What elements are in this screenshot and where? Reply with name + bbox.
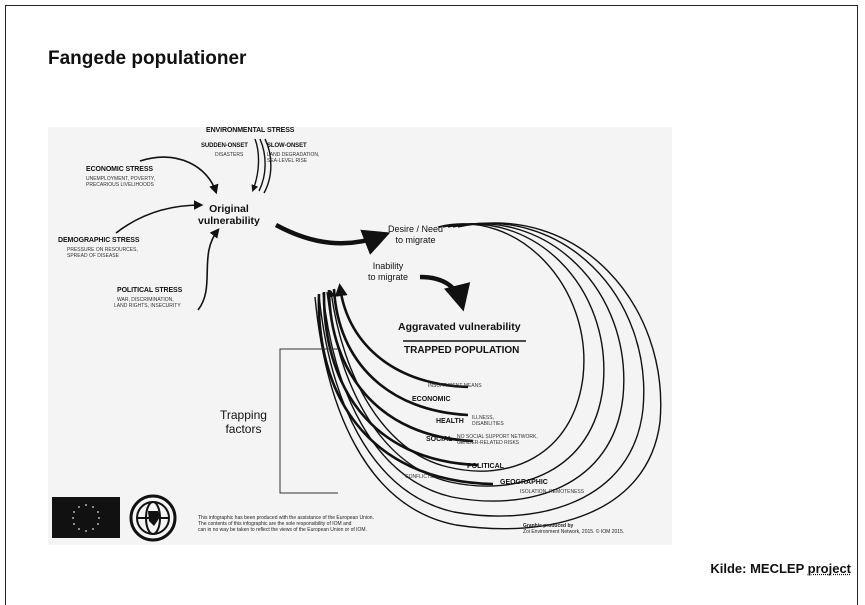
trapped-population-label: TRAPPED POPULATION [404, 345, 520, 356]
inability-line-1: Inability [372, 261, 404, 271]
arrow-inability-to-aggravated [419, 274, 471, 312]
political-stress-title: POLITICAL STRESS [117, 287, 183, 294]
arrow-political-stress [197, 228, 220, 311]
slow-onset-sub-1: LAND DEGRADATION, [267, 152, 320, 158]
social-factor-sub-1: NO SOCIAL SUPPORT NETWORK, [457, 434, 538, 440]
demographic-stress-title: DEMOGRAPHIC STRESS [58, 237, 140, 244]
sudden-onset-title: SUDDEN-ONSET [201, 143, 248, 149]
desire-need-line-1: Desire / Need [388, 224, 444, 234]
globe-icon [129, 494, 177, 542]
political-factor: POLITICAL [467, 463, 504, 470]
economic-factor: ECONOMIC [412, 396, 451, 403]
graphic-credit-line-1: Graphic produced by [523, 523, 574, 529]
disclaimer-line-2: The contents of this infographic are the… [198, 521, 352, 527]
source-project-link[interactable]: project [807, 561, 851, 576]
trapping-bracket [279, 348, 338, 494]
political-stress-sub-1: WAR, DISCRIMINATION, [117, 297, 174, 303]
arrow-environmental-1 [251, 138, 260, 192]
desire-need-line-2: to migrate [395, 235, 436, 245]
original-vulnerability-label: Original vulnerability [198, 203, 260, 227]
eu-stars-icon [72, 504, 100, 532]
disclaimer-line-1: This infographic has been produced with … [198, 515, 374, 521]
economic-stress-sub-1: UNEMPLOYMENT, POVERTY, [86, 176, 155, 182]
arc-geographic [317, 293, 494, 486]
slow-onset-title: SLOW-ONSET [267, 143, 307, 149]
graphic-credit: Graphic produced by Zoi Environment Netw… [523, 523, 624, 535]
source-prefix: Kilde: MECLEP [710, 561, 808, 576]
diagram-arrows [115, 138, 662, 530]
social-factor: SOCIAL [426, 436, 453, 443]
original-vulnerability-line-1: Original [209, 203, 249, 215]
demographic-stress-sub-2: SPREAD OF DISEASE [67, 253, 119, 259]
economic-stress-title: ECONOMIC STRESS [86, 166, 153, 173]
trapping-factors-line-1: Trapping [220, 408, 267, 422]
trapping-factors-line-2: factors [225, 422, 262, 436]
arc-social [327, 289, 474, 443]
original-vulnerability-line-2: vulnerability [198, 215, 260, 227]
slow-onset-sub-2: SEA-LEVEL RISE [267, 158, 308, 164]
political-stress-sub-2: LAND RIGHTS, INSECURITY [114, 303, 181, 309]
disclaimer-line-3: can in no way be taken to reflect the vi… [198, 527, 367, 533]
health-factor-sub-2: DISABILITIES [472, 421, 504, 427]
health-factor-sub-1: ILLNESS, [472, 415, 494, 421]
arrow-original-to-desire [274, 223, 391, 255]
arrow-demographic-stress [115, 200, 204, 234]
economic-stress-sub-2: PRECARIOUS LIVELIHOODS [86, 182, 154, 188]
graphic-credit-line-2: Zoi Environment Network, 2015. © IOM 201… [523, 529, 625, 535]
arc-health [332, 288, 469, 417]
economic-factor-sub: INSUFFICIENT MEANS [428, 383, 482, 389]
eu-flag-logo [52, 497, 120, 538]
inability-line-2: to migrate [368, 272, 409, 282]
sudden-onset-sub: DISASTERS [215, 152, 244, 158]
inability-label: Inability to migrate [368, 261, 408, 283]
arc-political [322, 291, 479, 467]
disclaimer: This infographic has been produced with … [198, 515, 374, 533]
desire-need-label: Desire / Need to migrate [388, 224, 443, 246]
arc-economic [334, 283, 469, 389]
geographic-factor: GEOGRAPHIC [500, 479, 548, 486]
geographic-factor-sub: ISOLATION, REMOTENESS [520, 489, 585, 495]
social-factor-sub-2: GENDER-RELATED RISKS [457, 440, 520, 446]
arrow-environmental-3 [263, 138, 272, 194]
political-factor-sub: CONFLICTS [405, 474, 434, 480]
health-factor: HEALTH [436, 418, 464, 425]
trapped-populations-infographic: ENVIRONMENTAL STRESS SUDDEN-ONSET DISAST… [48, 127, 672, 545]
trapping-factors-label: Trapping factors [220, 408, 267, 436]
iom-globe-logo [128, 493, 178, 543]
aggravated-vulnerability-label: Aggravated vulnerability [398, 321, 521, 333]
demographic-stress-sub-1: PRESSURE ON RESOURCES, [67, 247, 138, 253]
arrow-economic-stress [139, 156, 219, 195]
arrow-environmental-2 [258, 138, 266, 192]
slide-title: Fangede populationer [48, 48, 247, 69]
source-citation: Kilde: MECLEP project [710, 561, 851, 576]
slide-frame [5, 5, 858, 605]
environmental-stress-title: ENVIRONMENTAL STRESS [206, 127, 295, 134]
